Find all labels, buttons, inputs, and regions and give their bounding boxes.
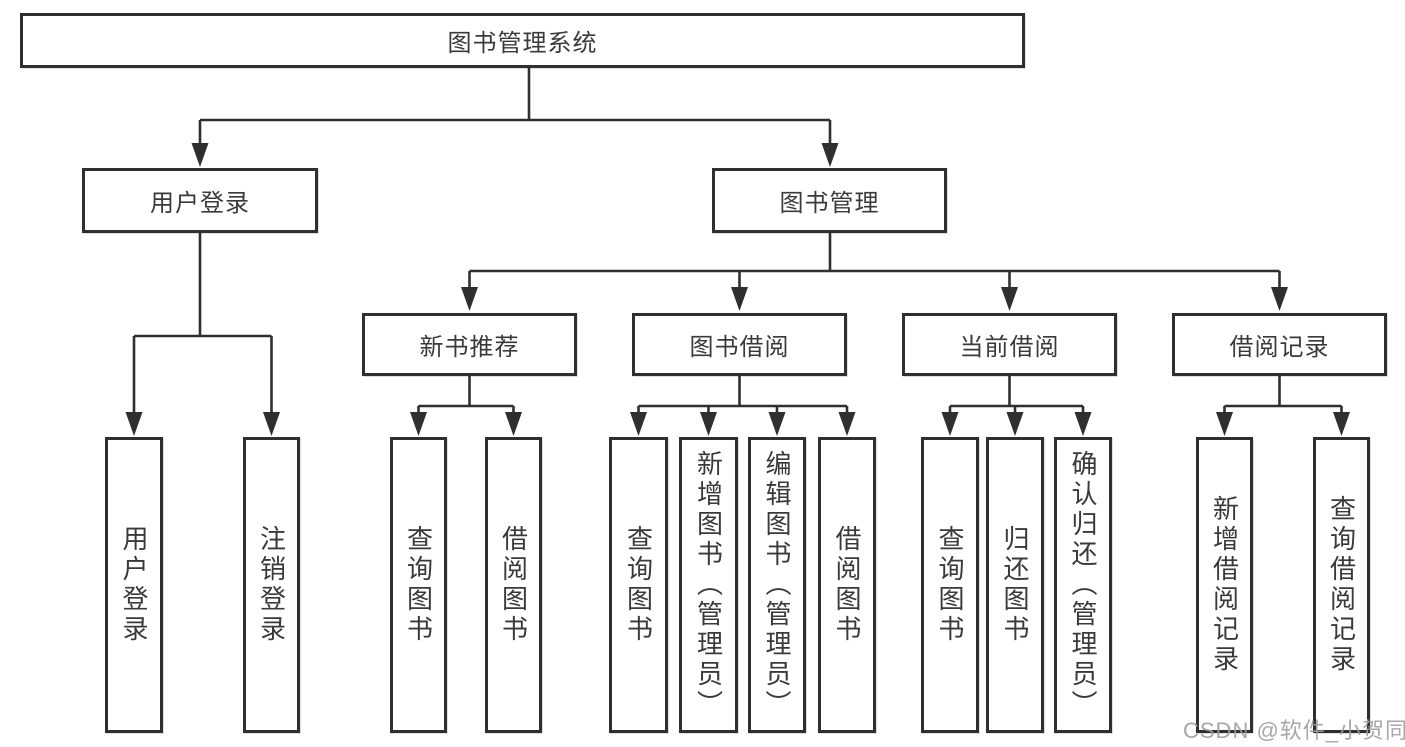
arrowhead-icon (768, 412, 786, 436)
leaf-confirm-return-admin: 确认归还（管理员） (1054, 437, 1112, 733)
node-user-login-label: 用户登录 (150, 190, 250, 217)
arrowhead-icon (125, 412, 143, 436)
node-book-borrowing: 图书借阅 (632, 313, 847, 376)
leaf-return-books: 归还图书 (986, 437, 1044, 733)
leaf-add-books-admin-label: 新增图书（管理员） (693, 450, 724, 720)
node-new-book-recommendation: 新书推荐 (362, 313, 577, 376)
arrowhead-icon (630, 412, 647, 436)
leaf-edit-books-admin-label: 编辑图书（管理员） (762, 450, 792, 720)
arrowhead-icon (821, 143, 839, 167)
root-node-library-system: 图书管理系统 (20, 13, 1025, 68)
leaf-add-books-admin: 新增图书（管理员） (679, 437, 738, 733)
node-borrowing-records: 借阅记录 (1172, 313, 1387, 376)
node-book-borrowing-label: 图书借阅 (689, 334, 790, 361)
leaf-user-login: 用户登录 (105, 437, 163, 733)
node-current-borrowing: 当前借阅 (902, 313, 1117, 376)
arrowhead-icon (1074, 412, 1092, 436)
leaf-query-books-current: 查询图书 (921, 437, 979, 733)
leaf-borrow-books: 借阅图书 (818, 437, 876, 733)
arrowhead-icon (700, 412, 717, 436)
node-book-management: 图书管理 (712, 168, 947, 233)
arrowhead-icon (1001, 287, 1018, 311)
leaf-query-books-current-label: 查询图书 (935, 525, 965, 645)
node-book-management-label: 图书管理 (779, 190, 880, 217)
leaf-query-books-recommend-label: 查询图书 (403, 525, 434, 645)
leaf-query-books-borrow-label: 查询图书 (623, 525, 654, 645)
arrowhead-icon (731, 287, 748, 311)
node-current-borrowing-label: 当前借阅 (959, 334, 1060, 361)
arrowhead-icon (1006, 412, 1024, 436)
root-node-label: 图书管理系统 (447, 30, 598, 57)
node-user-login: 用户登录 (82, 168, 318, 233)
arrowhead-icon (838, 412, 856, 436)
csdn-watermark: CSDN @软件_小贺同学 (1183, 718, 1405, 743)
leaf-query-books-recommend: 查询图书 (390, 437, 447, 733)
leaf-borrow-books-recommend: 借阅图书 (485, 437, 542, 733)
arrowhead-icon (191, 143, 209, 167)
arrowhead-icon (1333, 412, 1350, 436)
leaf-query-borrow-record-label: 查询借阅记录 (1326, 495, 1357, 675)
node-new-book-recommendation-label: 新书推荐 (419, 334, 520, 361)
leaf-return-books-label: 归还图书 (1000, 525, 1030, 645)
leaf-user-login-label: 用户登录 (119, 525, 149, 645)
arrowhead-icon (1216, 412, 1233, 436)
leaf-query-books-borrow: 查询图书 (609, 437, 668, 733)
arrowhead-icon (1271, 287, 1288, 311)
arrowhead-icon (505, 412, 522, 436)
arrowhead-icon (263, 412, 280, 436)
leaf-add-borrow-record: 新增借阅记录 (1196, 437, 1253, 733)
leaf-edit-books-admin: 编辑图书（管理员） (748, 437, 806, 733)
leaf-borrow-books-recommend-label: 借阅图书 (498, 525, 529, 645)
leaf-logout-label: 注销登录 (256, 525, 287, 645)
leaf-add-borrow-record-label: 新增借阅记录 (1209, 495, 1240, 675)
arrowhead-icon (410, 412, 427, 436)
leaf-query-borrow-record: 查询借阅记录 (1313, 437, 1370, 733)
leaf-borrow-books-label: 借阅图书 (832, 525, 862, 645)
node-borrowing-records-label: 借阅记录 (1229, 334, 1330, 361)
arrowhead-icon (461, 287, 478, 311)
leaf-confirm-return-admin-label: 确认归还（管理员） (1068, 450, 1098, 720)
leaf-logout: 注销登录 (243, 437, 300, 733)
arrowhead-icon (941, 412, 959, 436)
